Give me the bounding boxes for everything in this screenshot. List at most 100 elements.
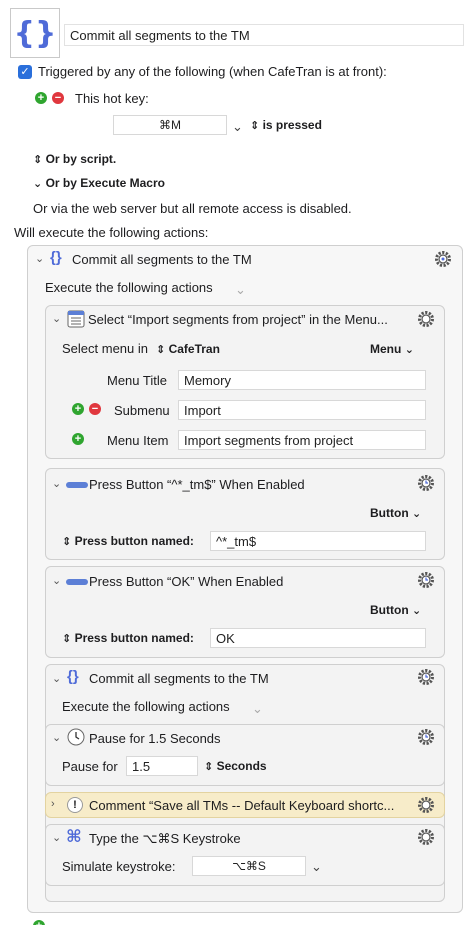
disclosure-chevron-icon[interactable]: ⌄ [52, 732, 62, 744]
press-button-2-name-field[interactable]: OK [210, 628, 426, 648]
press-button-2-title[interactable]: Press Button “OK” When Enabled [89, 574, 284, 589]
keystroke-title[interactable]: Type the ⌥⌘S Keystroke [89, 831, 241, 846]
keystroke-chevron-down-icon[interactable]: ⌄ [311, 859, 322, 874]
disclosure-chevron-icon[interactable]: ⌄ [52, 478, 62, 490]
macro-name-field[interactable]: Commit all segments to the TM [64, 24, 464, 46]
disclosure-chevron-icon[interactable]: ⌄ [52, 832, 62, 844]
or-by-execute-macro-text: Or by Execute Macro [45, 176, 165, 190]
or-by-script-text: Or by script. [45, 152, 117, 166]
hotkey-label: This hot key: [75, 91, 149, 106]
pause-duration-value: 1.5 [132, 758, 151, 774]
select-menu-title[interactable]: Select “Import segments from project” in… [88, 312, 388, 327]
menu-item-label: Menu Item [107, 433, 169, 448]
pause-unit-popup[interactable]: ⇕ Seconds [204, 759, 267, 773]
execute-chevron-icon[interactable]: ⌄ [252, 701, 263, 716]
menu-title-field[interactable]: Memory [178, 370, 426, 390]
gear-clock-icon[interactable] [417, 728, 435, 746]
disclosure-chevron-right-icon[interactable]: › [51, 798, 55, 810]
or-by-script[interactable]: ⇕ Or by script. [33, 152, 116, 166]
disclosure-chevron-icon[interactable]: ⌄ [35, 253, 45, 265]
menu-type-text: Menu [370, 342, 402, 356]
trigger-label: Triggered by any of the following (when … [38, 64, 387, 79]
gear-icon[interactable] [417, 828, 435, 846]
press-button-1-name-field[interactable]: ^*_tm$ [210, 531, 426, 551]
gear-icon[interactable] [417, 796, 435, 814]
press-button-1-named-label[interactable]: ⇕ Press button named: [62, 534, 194, 548]
hotkey-state-popup[interactable]: ⇕ is pressed [250, 118, 322, 132]
menu-list-icon [67, 310, 85, 328]
execute-chevron-icon[interactable]: ⌄ [235, 282, 246, 297]
updown-chevron-icon: ⇕ [204, 761, 214, 773]
menu-type-popup[interactable]: Menu ⌄ [370, 342, 414, 356]
app-popup-text: CafeTran [168, 342, 220, 356]
gear-clock-icon[interactable] [417, 571, 435, 589]
group-icon: {} [67, 668, 79, 685]
add-trigger-icon[interactable]: + [35, 92, 47, 104]
keystroke-field[interactable]: ⌥⌘S [192, 856, 306, 876]
submenu-value: Import [184, 402, 221, 418]
hotkey-state-text: is pressed [262, 118, 322, 132]
trigger-checkbox[interactable]: ✓ [18, 65, 32, 79]
pause-title[interactable]: Pause for 1.5 Seconds [89, 731, 221, 746]
comment-title[interactable]: Comment “Save all TMs -- Default Keyboar… [89, 798, 395, 813]
will-execute-label: Will execute the following actions: [14, 225, 209, 240]
remove-submenu-icon[interactable]: − [89, 403, 101, 415]
or-by-execute-macro[interactable]: ⌄ Or by Execute Macro [33, 176, 165, 190]
hotkey-chevron-down-icon[interactable]: ⌄ [232, 119, 243, 134]
press-button-1-named-text: Press button named: [74, 534, 194, 548]
disclosure-chevron-icon[interactable]: ⌄ [52, 673, 62, 685]
pause-action-box[interactable] [45, 724, 445, 786]
svg-text:{}: {} [16, 16, 54, 51]
press-button-1-title[interactable]: Press Button “^*_tm$” When Enabled [89, 477, 305, 492]
pause-duration-field[interactable]: 1.5 [126, 756, 198, 776]
chevron-down-icon: ⌄ [404, 344, 414, 356]
group-icon: {} [50, 249, 62, 266]
comment-icon: ! [67, 797, 83, 813]
press-button-2-named-label[interactable]: ⇕ Press button named: [62, 631, 194, 645]
press-button-2-type-popup[interactable]: Button ⌄ [370, 603, 421, 617]
gear-clock-icon[interactable] [417, 668, 435, 686]
gear-icon[interactable] [434, 250, 452, 268]
updown-chevron-icon: ⇕ [62, 633, 72, 645]
add-action-icon[interactable]: + [33, 920, 45, 925]
button-icon [66, 579, 88, 585]
add-submenu-icon[interactable]: + [72, 403, 84, 415]
updown-chevron-icon: ⇕ [156, 344, 166, 356]
pause-unit-text: Seconds [216, 759, 267, 773]
menu-item-field[interactable]: Import segments from project [178, 430, 426, 450]
updown-chevron-icon: ⇕ [250, 120, 260, 132]
macro-name-text: Commit all segments to the TM [70, 27, 250, 43]
keystroke-value: ⌥⌘S [232, 859, 266, 873]
command-key-icon: ⌘ [66, 827, 82, 846]
web-server-note: Or via the web server but all remote acc… [33, 201, 352, 216]
submenu-field[interactable]: Import [178, 400, 426, 420]
gear-icon[interactable] [417, 310, 435, 328]
comment-action-box[interactable] [45, 792, 445, 818]
group-title[interactable]: Commit all segments to the TM [72, 252, 252, 267]
macro-icon[interactable]: {} [10, 8, 60, 58]
add-menu-item-icon[interactable]: + [72, 433, 84, 445]
menu-title-value: Memory [184, 372, 231, 388]
updown-chevron-icon: ⇕ [33, 154, 43, 166]
submenu-label: Submenu [114, 403, 170, 418]
hotkey-value: ⌘M [159, 118, 181, 132]
remove-trigger-icon[interactable]: − [52, 92, 64, 104]
app-popup[interactable]: ⇕ CafeTran [156, 342, 220, 356]
gear-clock-icon[interactable] [417, 474, 435, 492]
nested-group-title[interactable]: Commit all segments to the TM [89, 671, 269, 686]
nested-group-execute-label: Execute the following actions [62, 699, 230, 714]
menu-item-value: Import segments from project [184, 432, 354, 448]
disclosure-chevron-icon[interactable]: ⌄ [52, 313, 62, 325]
press-button-1-type-text: Button [370, 506, 409, 520]
clock-icon [67, 728, 85, 746]
hotkey-field[interactable]: ⌘M [113, 115, 227, 135]
chevron-down-icon: ⌄ [33, 178, 43, 190]
disclosure-chevron-icon[interactable]: ⌄ [52, 575, 62, 587]
pause-for-label: Pause for [62, 759, 118, 774]
menu-title-label: Menu Title [107, 373, 167, 388]
select-menu-in-label: Select menu in [62, 341, 148, 356]
chevron-down-icon: ⌄ [412, 508, 422, 520]
press-button-2-named-text: Press button named: [74, 631, 194, 645]
press-button-1-type-popup[interactable]: Button ⌄ [370, 506, 421, 520]
press-button-1-name-value: ^*_tm$ [216, 533, 257, 549]
